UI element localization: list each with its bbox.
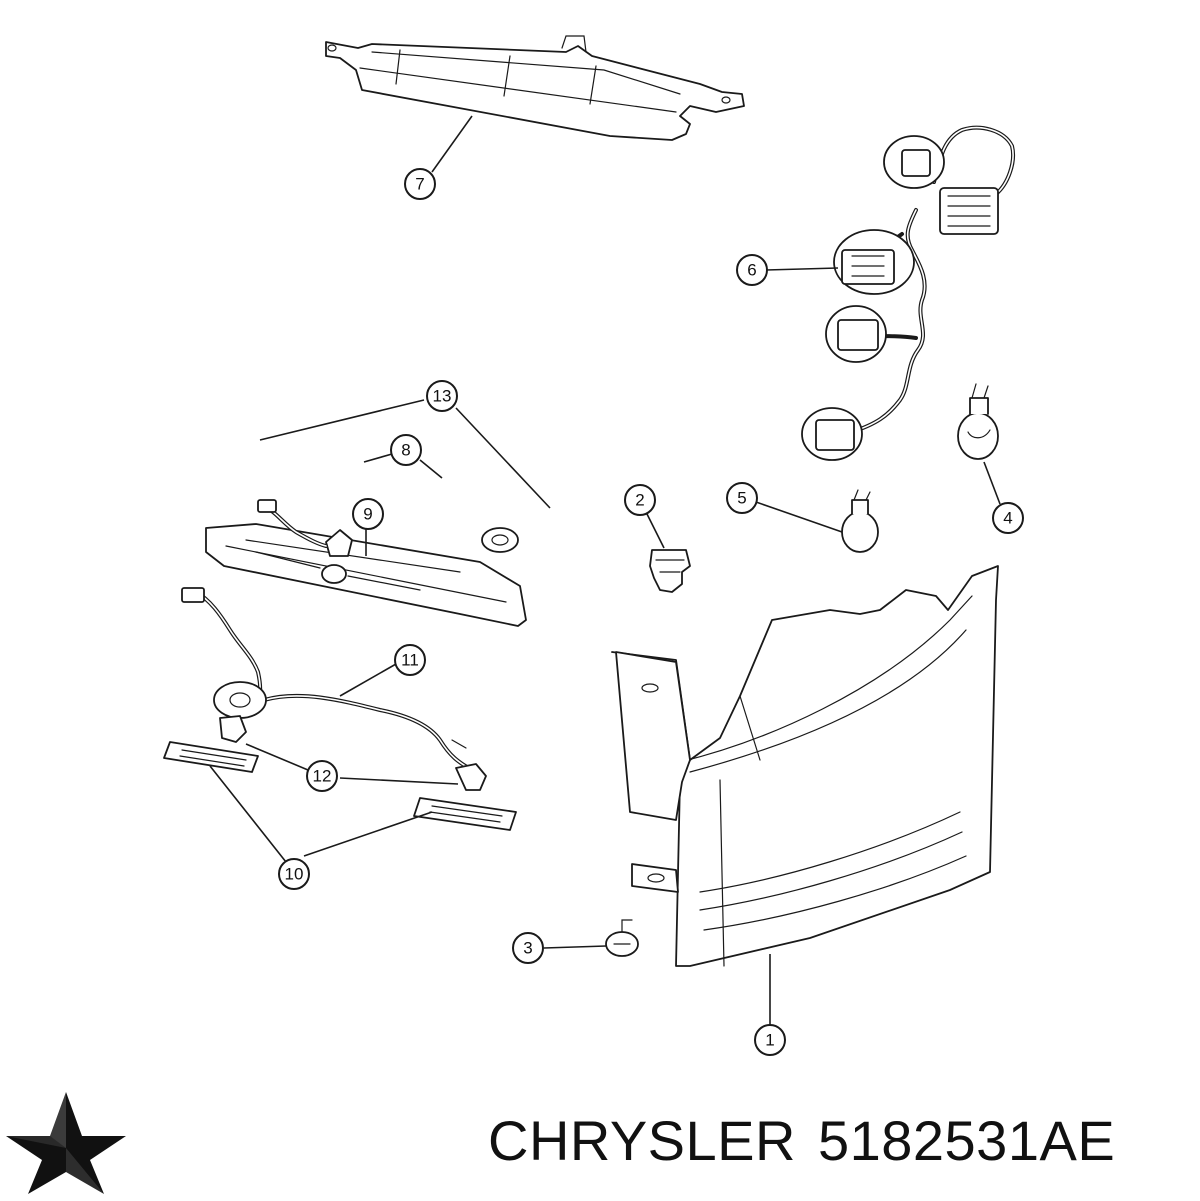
callout-2: 2: [624, 484, 656, 516]
brand-name: CHRYSLER: [488, 1109, 796, 1172]
callout-6: 6: [736, 254, 768, 286]
svg-text:3: 3: [523, 939, 532, 958]
callout-10: 10: [278, 858, 310, 890]
svg-text:13: 13: [433, 387, 452, 406]
svg-text:5: 5: [737, 489, 746, 508]
svg-text:8: 8: [401, 441, 410, 460]
svg-text:1: 1: [765, 1031, 774, 1050]
callout-13: 13: [426, 380, 458, 412]
part-label: CHRYSLER 5182531AE: [488, 1108, 1188, 1173]
callout-11: 11: [394, 644, 426, 676]
callout-5: 5: [726, 482, 758, 514]
license-lamp-harness: [181, 587, 487, 791]
svg-text:11: 11: [401, 651, 419, 670]
bulb-small: [841, 489, 879, 553]
callout-3: 3: [512, 932, 544, 964]
chrysler-pentastar-logo-icon: [4, 1088, 128, 1196]
part-number: 5182531AE: [817, 1109, 1116, 1172]
callout-4: 4: [992, 502, 1024, 534]
lamp-socket: [649, 549, 691, 593]
license-lamp-lenses: [163, 741, 517, 831]
callout-9: 9: [352, 498, 384, 530]
bulb-large: [957, 383, 999, 460]
callout-7: 7: [404, 168, 436, 200]
high-mount-stop-lamp: [325, 35, 745, 141]
svg-text:4: 4: [1003, 509, 1012, 528]
callout-8: 8: [390, 434, 422, 466]
callout-1: 1: [754, 1024, 786, 1056]
grommet: [481, 527, 519, 553]
svg-text:12: 12: [313, 767, 332, 786]
svg-text:6: 6: [747, 261, 756, 280]
svg-text:10: 10: [285, 865, 304, 884]
svg-text:9: 9: [363, 505, 372, 524]
callout-12: 12: [306, 760, 338, 792]
svg-text:2: 2: [635, 491, 644, 510]
tail-lamp-wiring-harness: [801, 125, 1015, 461]
liftgate-applique-bar: [205, 499, 527, 627]
svg-text:7: 7: [415, 175, 424, 194]
push-pin-fastener: [605, 919, 639, 957]
tail-lamp-assembly: [611, 565, 999, 967]
